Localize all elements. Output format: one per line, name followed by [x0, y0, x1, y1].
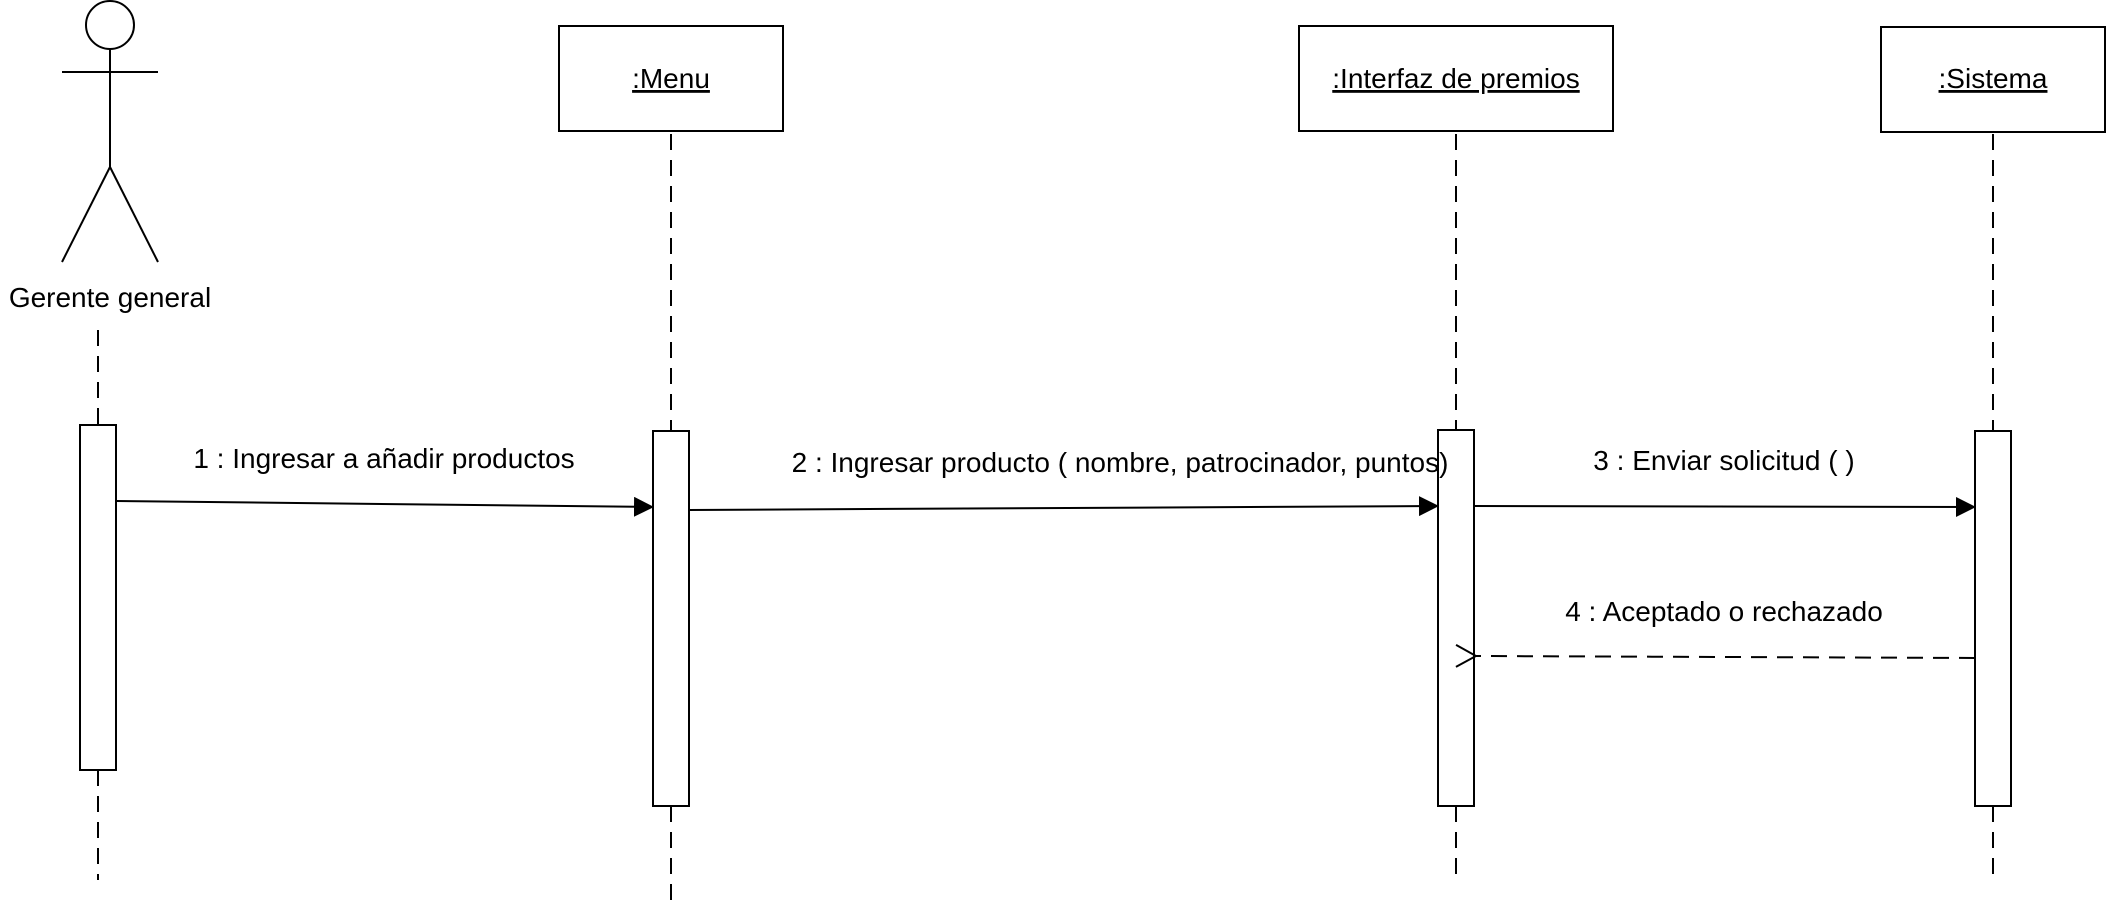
participant-label: :Menu: [632, 63, 710, 94]
message-arrow: [115, 496, 654, 517]
actor-stick-figure-icon: [61, 0, 159, 263]
message-label: 1 : Ingresar a añadir productos: [193, 443, 574, 474]
participant-label: :Interfaz de premios: [1332, 63, 1579, 94]
participant-label: :Sistema: [1939, 63, 2048, 94]
message-arrow: [688, 496, 1439, 517]
return-message-arrow: [1476, 656, 1976, 658]
message-4: 4 : Aceptado o rechazado: [1476, 596, 1976, 658]
activation-bar-interfaz: [1437, 429, 1475, 807]
actor-gerente-general: Gerente general: [9, 0, 211, 313]
message-1: 1 : Ingresar a añadir productos: [115, 443, 654, 517]
message-label: 3 : Enviar solicitud ( ): [1593, 445, 1854, 476]
participant-box: [1880, 26, 2106, 133]
message-3: 3 : Enviar solicitud ( ): [1473, 445, 1976, 517]
message-label: 4 : Aceptado o rechazado: [1565, 596, 1883, 627]
participant-menu: :Menu: [558, 25, 784, 132]
participant-interfaz-de-premios: :Interfaz de premios: [1298, 25, 1614, 132]
activation-bar-menu: [652, 430, 690, 807]
participant-box: [558, 25, 784, 132]
message-2: 2 : Ingresar producto ( nombre, patrocin…: [688, 447, 1449, 517]
participant-sistema: :Sistema: [1880, 26, 2106, 133]
participant-box: [1298, 25, 1614, 132]
activation-bar-actor: [79, 424, 117, 771]
message-label: 2 : Ingresar producto ( nombre, patrocin…: [792, 447, 1449, 478]
actor-label: Gerente general: [9, 282, 211, 313]
message-arrow: [1473, 496, 1976, 517]
activation-bar-sistema: [1974, 430, 2012, 807]
